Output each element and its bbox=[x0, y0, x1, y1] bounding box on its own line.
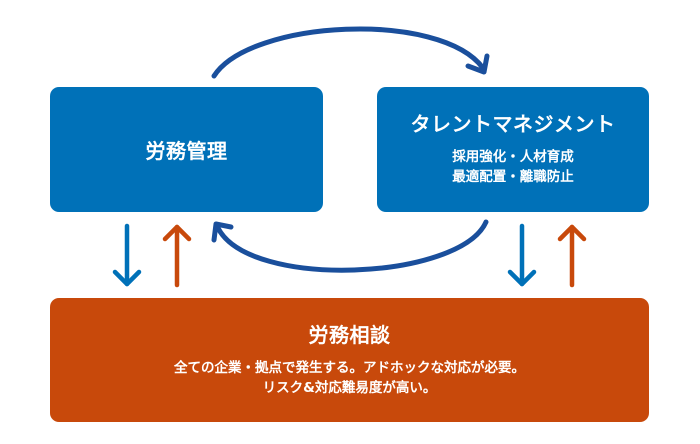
cycle-arrow-top bbox=[211, 26, 490, 79]
up-arrow-right bbox=[557, 224, 587, 288]
talent-management-line-2: 最適配置・離職防止 bbox=[452, 169, 574, 185]
up-arrow-left bbox=[162, 224, 192, 288]
talent-management-title: タレントマネジメント bbox=[410, 112, 616, 136]
down-arrow-left bbox=[112, 223, 142, 287]
labor-consultation-title: 労務相談 bbox=[308, 322, 391, 347]
down-arrow-right bbox=[507, 223, 537, 287]
talent-management-line-1: 採用強化・人材育成 bbox=[452, 149, 574, 165]
labor-consultation-line-1: 全ての企業・拠点で発生する。アドホックな対応が必要。 bbox=[174, 359, 525, 376]
labor-consultation-box: 労務相談 全ての企業・拠点で発生する。アドホックな対応が必要。 リスク&対応難易… bbox=[50, 298, 649, 422]
labor-management-title: 労務管理 bbox=[145, 139, 228, 163]
talent-management-box: タレントマネジメント 採用強化・人材育成 最適配置・離職防止 bbox=[377, 87, 649, 212]
labor-consultation-line-2: リスク&対応難易度が高い。 bbox=[262, 379, 437, 396]
cycle-arrow-bottom bbox=[211, 219, 489, 273]
labor-management-box: 労務管理 bbox=[50, 87, 323, 212]
